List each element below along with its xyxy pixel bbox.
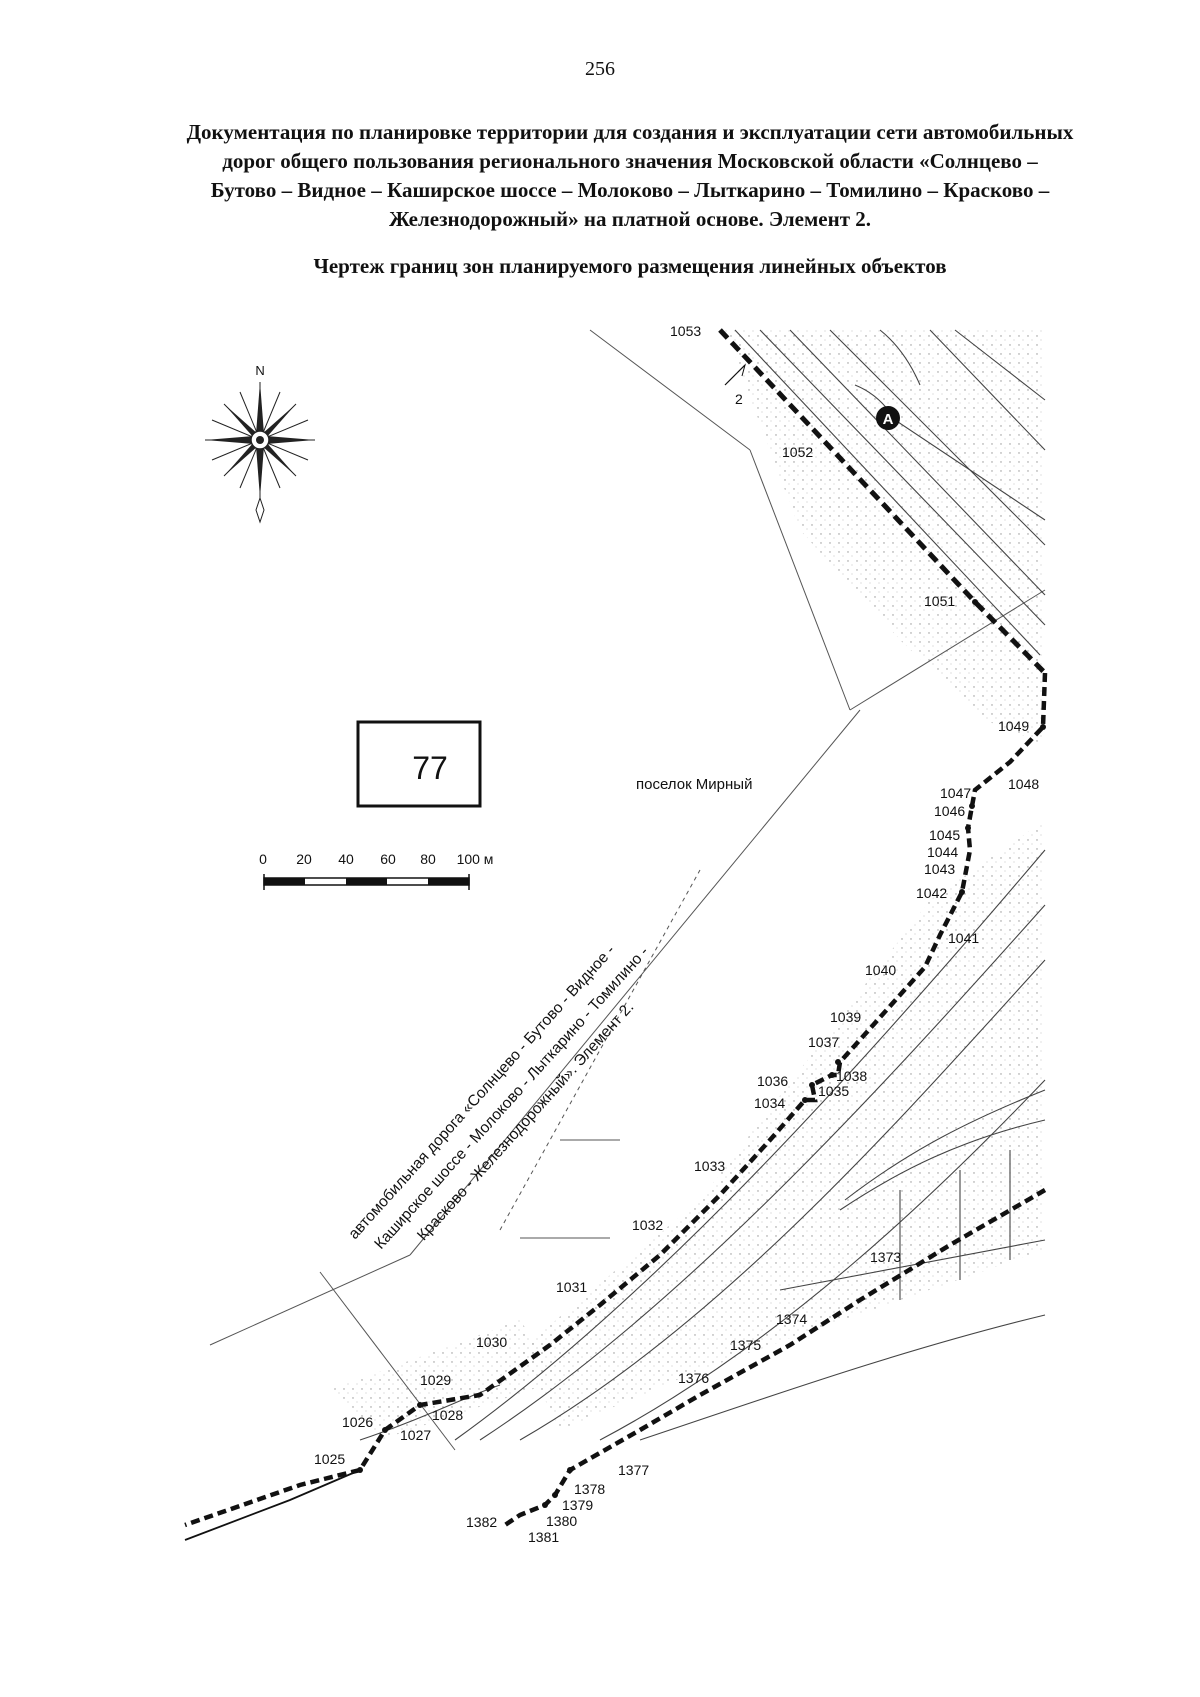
boundary-point-label: 1373 (870, 1249, 901, 1265)
drawing-title: Чертеж границ зон планируемого размещени… (313, 254, 947, 278)
boundary-point-label: 1049 (998, 718, 1029, 734)
document-title-line: дорог общего пользования регионального з… (222, 149, 1038, 173)
boundary-point-label: 1027 (400, 1427, 431, 1443)
road-lines-lower (359, 849, 1046, 1441)
boundary-point-label: 1042 (916, 885, 947, 901)
boundary-point-dots (357, 599, 1046, 1508)
compass-rose: N (205, 363, 315, 524)
boundary-point-label: 1026 (342, 1414, 373, 1430)
boundary-point-label: 1044 (927, 844, 958, 860)
boundary-point-labels-lower: 1373 1374 1375 1376 1377 1378 1379 1380 … (466, 1249, 901, 1545)
sheet-number-box: 77 (356, 720, 482, 808)
settlement-label: поселок Мирный (636, 776, 752, 793)
boundary-lower (503, 1188, 1047, 1527)
boundary-point-label: 1043 (924, 861, 955, 877)
road-label-line: Каширское шоссе - Молоково - Лыткарино -… (371, 943, 652, 1252)
boundary-point-label: 1032 (632, 1217, 663, 1233)
document-title: Документация по планировке территории дл… (100, 118, 1160, 234)
boundary-upper (184, 328, 1048, 1541)
scale-label: 20 (296, 851, 312, 867)
boundary-point-label: 1377 (618, 1462, 649, 1478)
boundary-point-labels-upper: 1053 1052 1051 1049 1048 1047 1046 1045 … (314, 323, 1039, 1467)
boundary-point-label: 1378 (574, 1481, 605, 1497)
section-mark: 2 (724, 363, 746, 407)
boundary-point-label: 1376 (678, 1370, 709, 1386)
point-marker-label: А (883, 411, 894, 428)
road-label-line: автомобильная дорога «Солнцево - Бутово … (345, 942, 618, 1243)
boundary-point-label: 1379 (562, 1497, 593, 1513)
document-title-line: Бутово – Видное – Каширское шоссе – Моло… (210, 178, 1050, 202)
boundary-point-label: 1382 (466, 1514, 497, 1530)
boundary-point-label: 1035 (818, 1083, 849, 1099)
boundary-point-label: 1031 (556, 1279, 587, 1295)
boundary-point-label: 1052 (782, 444, 813, 460)
boundary-point-label: 1381 (528, 1529, 559, 1545)
scale-label: 80 (420, 851, 436, 867)
boundary-point-label: 1047 (940, 785, 971, 801)
boundary-point-label: 1029 (420, 1372, 451, 1388)
boundary-point-label: 1036 (757, 1073, 788, 1089)
boundary-point-label: 1048 (1008, 776, 1039, 792)
compass-north-label: N (255, 363, 264, 378)
point-marker: А (876, 406, 900, 430)
cadastral-lines (209, 329, 1046, 1451)
boundary-point-label: 1038 (836, 1068, 867, 1084)
boundary-point-label: 1380 (546, 1513, 577, 1529)
scale-label: 40 (338, 851, 354, 867)
boundary-point-label: 1040 (865, 962, 896, 978)
section-mark-label: 2 (735, 391, 743, 407)
boundary-point-label: 1025 (314, 1451, 345, 1467)
road-lines-upper (734, 329, 1046, 656)
scale-bar: 0 20 40 60 80 100 м (259, 851, 493, 890)
scale-label: 0 (259, 851, 267, 867)
boundary-point-label: 1030 (476, 1334, 507, 1350)
boundary-point-label: 1053 (670, 323, 701, 339)
road-label: автомобильная дорога «Солнцево - Бутово … (345, 942, 652, 1253)
boundary-point-label: 1039 (830, 1009, 861, 1025)
page-number: 256 (585, 58, 615, 80)
document-title-line: Документация по планировке территории дл… (186, 120, 1074, 144)
boundary-point-label: 1046 (934, 803, 965, 819)
boundary-point-label: 1034 (754, 1095, 785, 1111)
boundary-point-label: 1033 (694, 1158, 725, 1174)
boundary-point-label: 1374 (776, 1311, 807, 1327)
sheet-number: 77 (412, 750, 448, 786)
boundary-point-label: 1037 (808, 1034, 839, 1050)
boundary-point-label: 1041 (948, 930, 979, 946)
boundary-point-label: 1045 (929, 827, 960, 843)
boundary-point-label: 1051 (924, 593, 955, 609)
boundary-point-label: 1028 (432, 1407, 463, 1423)
scale-label: 60 (380, 851, 396, 867)
boundary-point-label: 1375 (730, 1337, 761, 1353)
scale-label: 100 м (457, 851, 494, 867)
document-title-line: Железнодорожный» на платной основе. Элем… (388, 207, 872, 231)
